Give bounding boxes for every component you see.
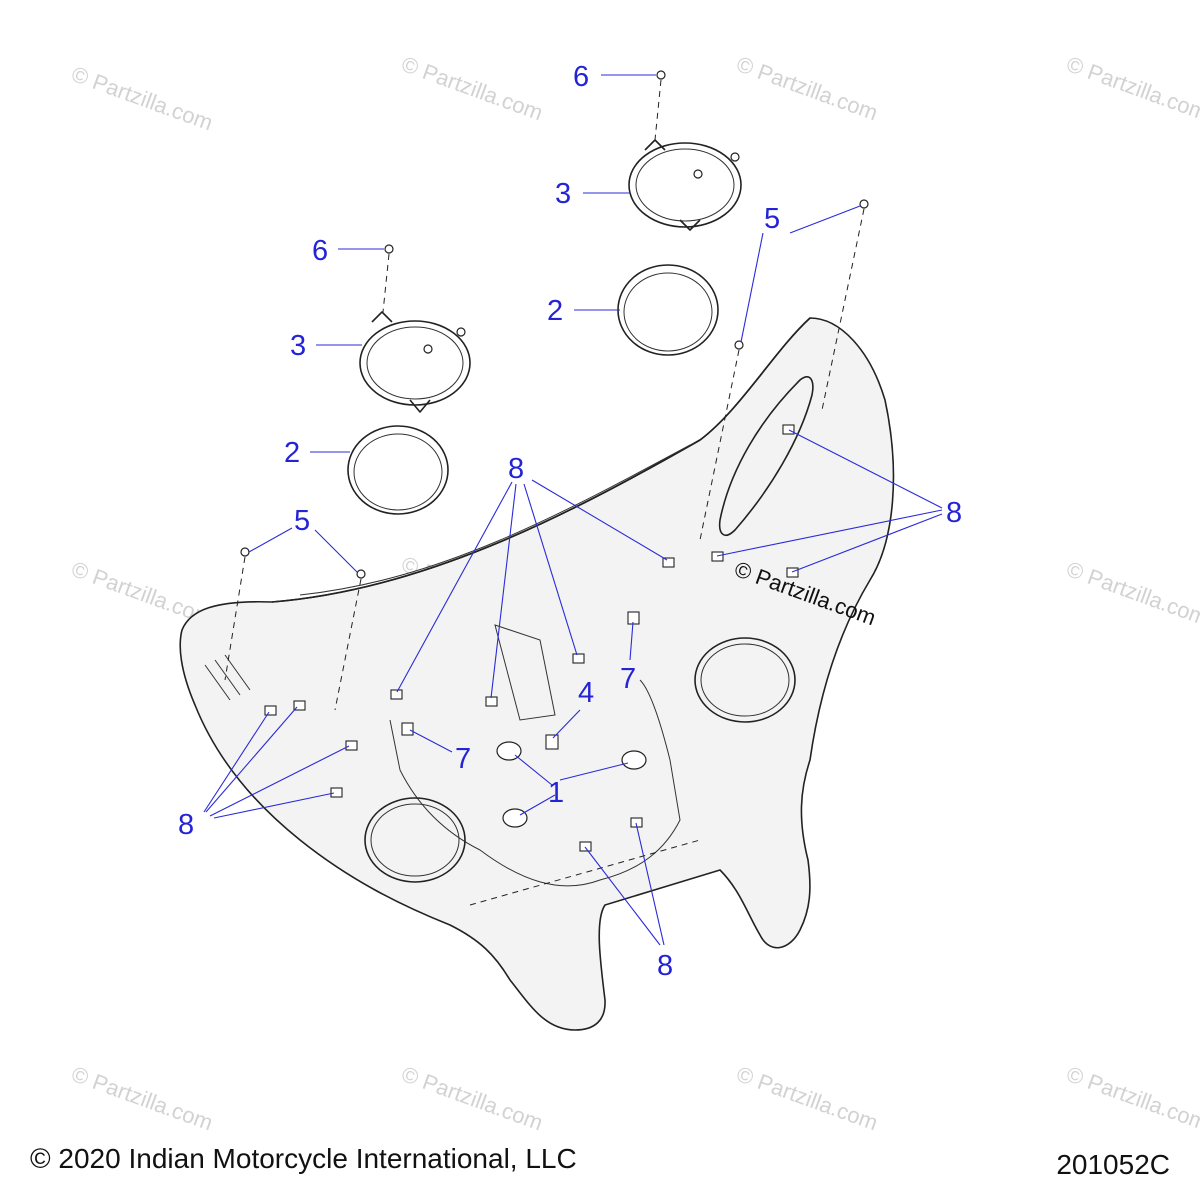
callout-2: 2 (284, 437, 300, 469)
grommets-1 (496, 741, 647, 828)
speaker-openings (364, 637, 796, 883)
clip-8 (572, 653, 585, 664)
trim-ring-3-left-inner (366, 326, 464, 400)
screws-5 (224, 199, 869, 711)
callout-8: 8 (946, 497, 962, 529)
right-speaker-opening-inner (700, 643, 790, 717)
speaker-2-left-inner (353, 433, 443, 511)
trim-ring-tab (644, 139, 666, 151)
left-speaker-opening (364, 797, 466, 883)
speaker-2-upper (617, 264, 719, 356)
drawing-number: 201052C (1056, 1149, 1170, 1180)
callout-labels: 6 3 2 5 6 3 2 5 8 8 8 8 7 7 4 1 (178, 61, 962, 982)
callout-5: 5 (294, 505, 310, 537)
screw-6-upper (656, 70, 666, 80)
grommet-1 (621, 750, 647, 770)
clip-8 (264, 705, 277, 716)
watermark: © Partzilla.com (1063, 51, 1200, 125)
callout-1: 1 (548, 777, 564, 809)
fairing (179, 317, 895, 1031)
watermark: © Partzilla.com (398, 51, 546, 125)
callout-6: 6 (573, 61, 589, 93)
nut-4 (545, 734, 559, 750)
clip-8 (330, 787, 343, 798)
upper-right-speaker-assembly (617, 70, 742, 356)
speaker-2-upper-inner (623, 272, 713, 352)
clip-8 (345, 740, 358, 751)
watermark: © Partzilla.com (1063, 556, 1200, 630)
screw-icon (693, 169, 703, 179)
clips-8 (264, 424, 799, 852)
watermark: © Partzilla.com (733, 1061, 881, 1135)
trim-ring-3-upper (628, 142, 742, 228)
clip-8 (579, 841, 592, 852)
clip-8 (485, 696, 498, 707)
watermark: © Partzilla.com (733, 51, 881, 125)
screw-icon (456, 327, 466, 337)
clip-8 (782, 424, 795, 435)
watermark: © Partzilla.com (68, 61, 216, 135)
screw-5 (859, 199, 869, 209)
trim-ring-tab (409, 399, 431, 413)
upper-left-speaker-assembly (347, 244, 471, 515)
right-vent-slot (718, 376, 814, 536)
speaker-2-left (347, 425, 449, 515)
callout-8: 8 (657, 950, 673, 982)
nuts-4-7 (401, 611, 640, 750)
screw-dashline (821, 208, 865, 411)
fairing-center-strut (494, 624, 556, 721)
watermark: © Partzilla.com (398, 1061, 546, 1135)
screw-5 (240, 547, 250, 557)
fairing-inner-edge (299, 444, 691, 596)
callout-5: 5 (764, 203, 780, 235)
nut-7 (627, 611, 640, 625)
left-vent-marks (204, 654, 251, 701)
clip-8 (711, 551, 724, 562)
callout-3: 3 (290, 330, 306, 362)
nut-7 (401, 722, 414, 736)
callout-8: 8 (178, 809, 194, 841)
watermark: © Partzilla.com (68, 1061, 216, 1135)
clip-8 (390, 689, 403, 700)
fairing-lower-dash (469, 839, 701, 906)
grommet-1 (502, 808, 528, 828)
trim-ring-3-left (359, 320, 471, 406)
trim-ring-tab (679, 219, 701, 231)
copyright-notice: © 2020 Indian Motorcycle International, … (30, 1143, 577, 1174)
fairing-inner-panel (389, 679, 681, 887)
callout-6: 6 (312, 235, 328, 267)
callout-8: 8 (508, 453, 524, 485)
clip-8 (786, 567, 799, 578)
screw-6-left (384, 244, 394, 254)
callout-7: 7 (455, 743, 471, 775)
left-speaker-opening-inner (370, 803, 460, 877)
callout-3: 3 (555, 178, 571, 210)
watermark: © Partzilla.com (1063, 1061, 1200, 1135)
callout-4: 4 (578, 677, 594, 709)
trim-ring-3-upper-inner (635, 148, 735, 222)
screw-5 (734, 340, 744, 350)
screw-icon (423, 344, 433, 354)
callout-2: 2 (547, 295, 563, 327)
callout-7: 7 (620, 663, 636, 695)
screw-dashline (334, 578, 362, 711)
screw-5 (356, 569, 366, 579)
trim-ring-tab (371, 311, 393, 323)
screw-icon (730, 152, 740, 162)
fairing-top-edge (271, 317, 811, 603)
right-speaker-opening (694, 637, 796, 723)
leader-lines (203, 74, 943, 946)
clip-8 (293, 700, 306, 711)
screw-dashline (654, 79, 662, 141)
clip-8 (662, 557, 675, 568)
screw-dashline (382, 253, 390, 313)
screw-dashline (224, 556, 246, 681)
